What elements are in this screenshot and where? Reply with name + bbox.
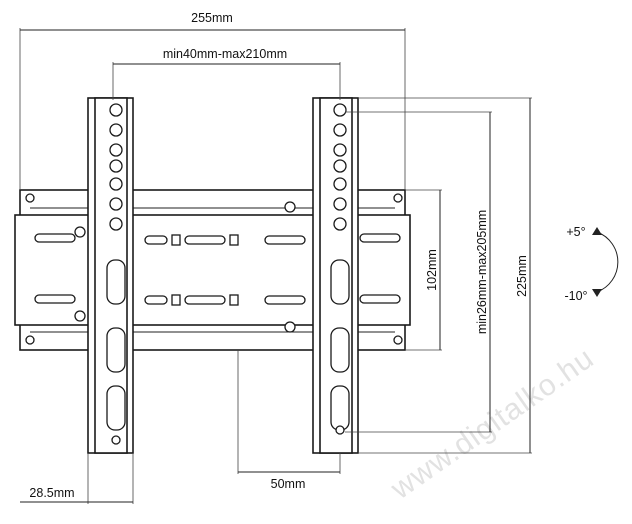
wall-distance-dimension: 50mm xyxy=(237,350,341,491)
rail-height-dimension: 102mm xyxy=(405,189,442,351)
right-vertical-arm xyxy=(312,97,359,454)
depth-dimension: 28.5mm xyxy=(20,453,134,504)
total-width-label: 255mm xyxy=(191,11,233,25)
left-vertical-arm xyxy=(87,97,134,454)
total-height-dimension: 225mm xyxy=(358,97,532,454)
vesa-horizontal-label: min40mm-max210mm xyxy=(163,47,287,61)
wall-distance-label: 50mm xyxy=(271,477,306,491)
tilt-up-arrow-icon xyxy=(592,227,602,235)
tilt-down-arrow-icon xyxy=(592,289,602,297)
total-height-label: 225mm xyxy=(515,255,529,297)
tilt-indicator: +5° -10° xyxy=(564,225,619,303)
vesa-vertical-label: min26mm-max205mm xyxy=(475,210,489,334)
tilt-up-label: +5° xyxy=(566,225,585,239)
rail-height-label: 102mm xyxy=(425,249,439,291)
tilt-down-label: -10° xyxy=(564,289,587,303)
vesa-vertical-dimension: min26mm-max205mm xyxy=(345,111,492,433)
watermark: www.digitalko.hu xyxy=(384,341,600,506)
depth-label: 28.5mm xyxy=(29,486,74,500)
vesa-horizontal-dimension: min40mm-max210mm xyxy=(112,47,341,100)
total-width-dimension: 255mm xyxy=(19,11,406,190)
